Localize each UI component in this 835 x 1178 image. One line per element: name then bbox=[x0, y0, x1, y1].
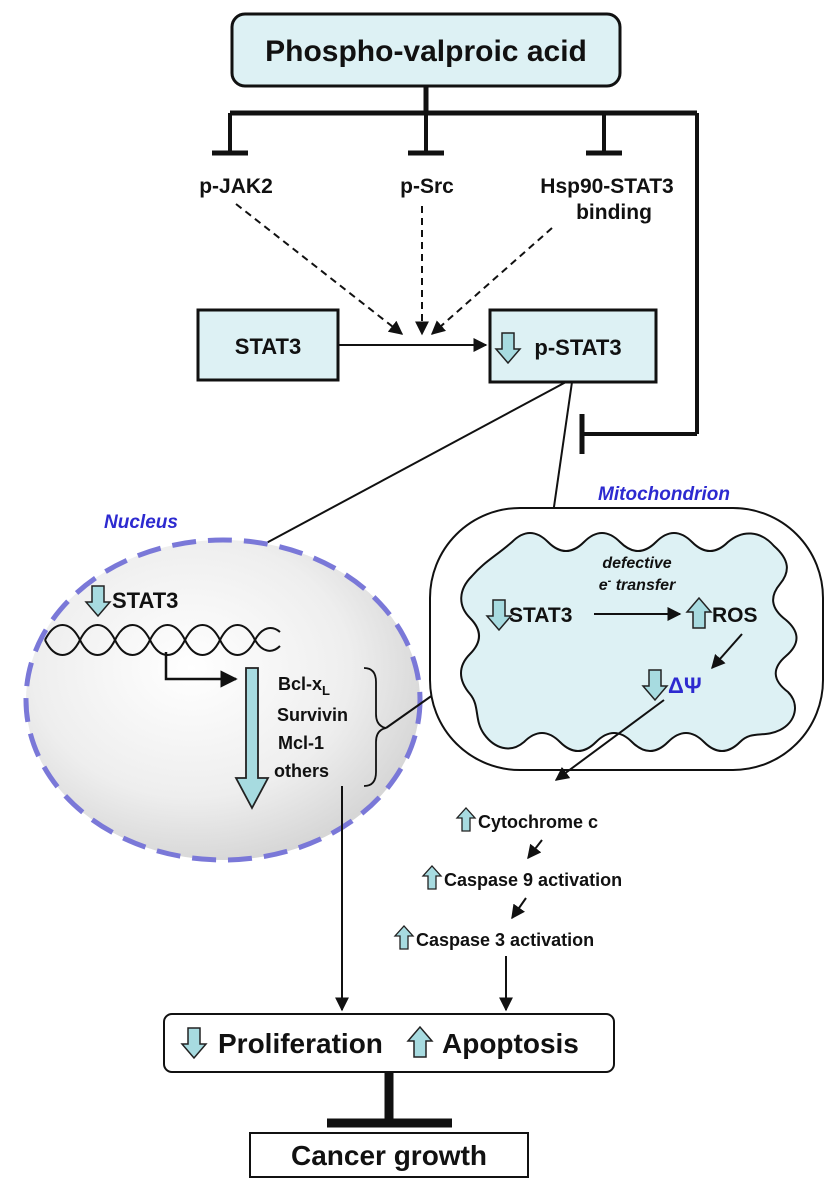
mito-stat3-label: STAT3 bbox=[509, 604, 572, 627]
dpsi-label: ΔΨ bbox=[668, 673, 702, 698]
proliferation-label: Proliferation bbox=[218, 1028, 383, 1059]
cancer-growth-label: Cancer growth bbox=[291, 1140, 487, 1171]
dna-helix bbox=[44, 624, 281, 656]
ros-to-dpsi-arrow bbox=[711, 633, 743, 670]
casp3-up-arrow-icon bbox=[394, 925, 414, 950]
target-hsp90: Hsp90-STAT3 bbox=[540, 175, 673, 198]
mito-defective-label: defective bbox=[602, 555, 671, 572]
cytochrome-to-casp9-arrow bbox=[527, 839, 543, 860]
target-psrc: p-Src bbox=[400, 175, 454, 198]
nucleus-stat3-label: STAT3 bbox=[112, 588, 178, 613]
pstat3-box bbox=[488, 308, 658, 384]
stat3-box bbox=[196, 308, 340, 382]
pstat3-box-label: p-STAT3 bbox=[534, 335, 621, 360]
drug-label: Phospho-valproic acid bbox=[265, 35, 587, 68]
mito-inner-membrane bbox=[460, 532, 798, 752]
dna-to-genes-arrow bbox=[164, 652, 238, 688]
mito-title: Mitochondrion bbox=[598, 484, 730, 505]
gene-bcl: Bcl-xL bbox=[278, 674, 330, 698]
dpsi-to-cytochrome-arrow bbox=[554, 699, 665, 781]
cancer-growth-box bbox=[249, 1132, 529, 1178]
casp3-label: Caspase 3 activation bbox=[416, 930, 594, 950]
cytochrome-up-arrow-icon bbox=[456, 807, 476, 832]
nucleus-ellipse bbox=[23, 537, 423, 863]
gene-mcl1: Mcl-1 bbox=[278, 733, 324, 753]
ros-label: ROS bbox=[712, 604, 758, 627]
apoptosis-label: Apoptosis bbox=[442, 1028, 579, 1059]
gene-others: others bbox=[274, 761, 329, 781]
dashed-arrows bbox=[235, 203, 553, 336]
target-pjak2: p-JAK2 bbox=[199, 175, 273, 198]
gene-survivin: Survivin bbox=[277, 705, 348, 725]
stat3-box-label: STAT3 bbox=[235, 334, 301, 359]
casp9-to-casp3-arrow bbox=[511, 897, 527, 920]
target-hsp90-binding: binding bbox=[576, 201, 652, 224]
cytochrome-label: Cytochrome c bbox=[478, 812, 598, 832]
casp9-up-arrow-icon bbox=[422, 865, 442, 890]
casp9-label: Caspase 9 activation bbox=[444, 870, 622, 890]
drug-inhibition-lines bbox=[212, 86, 699, 454]
genes-down-arrow-icon bbox=[234, 667, 270, 810]
mito-etransfer-label: e- transfer bbox=[599, 575, 676, 594]
nucleus-title: Nucleus bbox=[104, 512, 178, 533]
